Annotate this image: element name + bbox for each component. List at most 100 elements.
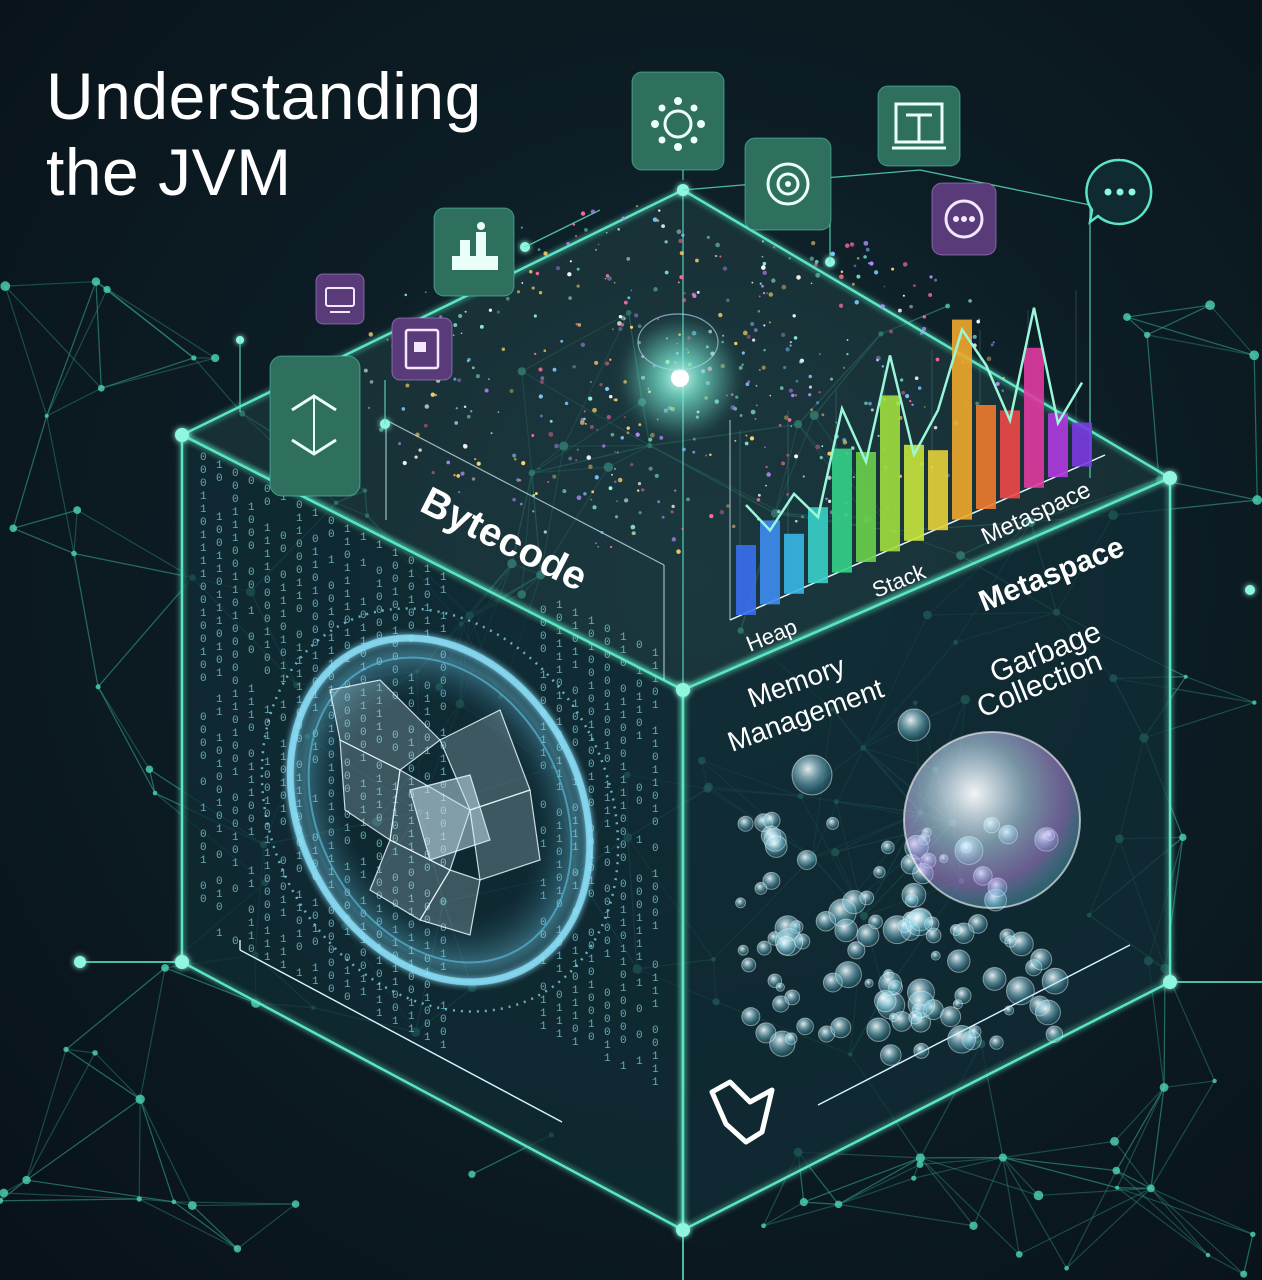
svg-text:0: 0: [620, 892, 627, 904]
svg-text:0: 0: [604, 624, 611, 636]
svg-text:0: 0: [620, 1022, 627, 1034]
svg-text:1: 1: [556, 951, 563, 963]
svg-text:0: 0: [572, 634, 579, 646]
svg-text:1: 1: [216, 590, 223, 602]
svg-text:0: 0: [248, 801, 255, 813]
svg-text:1: 1: [216, 616, 223, 628]
svg-text:1: 1: [376, 956, 383, 968]
svg-text:0: 0: [588, 928, 595, 940]
svg-text:0: 0: [424, 590, 431, 602]
svg-text:0: 0: [360, 961, 367, 973]
svg-text:0: 0: [604, 663, 611, 675]
svg-text:0: 0: [264, 601, 271, 613]
svg-text:0: 0: [328, 932, 335, 944]
svg-text:0: 0: [556, 678, 563, 690]
refresh-arrows-icon: [269, 355, 361, 497]
svg-text:1: 1: [296, 929, 303, 941]
svg-text:0: 0: [556, 990, 563, 1002]
svg-text:1: 1: [604, 702, 611, 714]
svg-text:1: 1: [280, 596, 287, 608]
svg-text:0: 0: [392, 990, 399, 1002]
svg-text:1: 1: [408, 569, 415, 581]
svg-text:1: 1: [280, 947, 287, 959]
svg-text:0: 0: [280, 570, 287, 582]
svg-text:1: 1: [216, 889, 223, 901]
svg-text:1: 1: [652, 648, 659, 660]
svg-text:0: 0: [408, 608, 415, 620]
svg-text:1: 1: [588, 616, 595, 628]
code-window-icon: [315, 273, 365, 325]
svg-text:1: 1: [296, 513, 303, 525]
svg-text:1: 1: [264, 536, 271, 548]
svg-text:1: 1: [636, 978, 643, 990]
svg-text:0: 0: [392, 561, 399, 573]
svg-text:0: 0: [296, 604, 303, 616]
svg-text:1: 1: [328, 646, 335, 658]
svg-text:1: 1: [652, 778, 659, 790]
svg-text:1: 1: [424, 993, 431, 1005]
document-icon: [391, 317, 453, 381]
chart-bar: [1072, 422, 1092, 467]
svg-text:1: 1: [652, 661, 659, 673]
svg-text:0: 0: [328, 529, 335, 541]
svg-text:1: 1: [280, 635, 287, 647]
svg-text:0: 0: [636, 1030, 643, 1042]
svg-text:0: 0: [264, 822, 271, 834]
svg-text:0: 0: [264, 653, 271, 665]
svg-text:1: 1: [296, 903, 303, 915]
svg-text:0: 0: [588, 1032, 595, 1044]
svg-text:0: 0: [604, 676, 611, 688]
svg-text:1: 1: [440, 1001, 447, 1013]
svg-text:1: 1: [216, 707, 223, 719]
svg-text:0: 0: [200, 621, 207, 633]
svg-text:0: 0: [264, 874, 271, 886]
svg-text:0: 0: [200, 452, 207, 464]
svg-text:1: 1: [572, 1037, 579, 1049]
svg-text:0: 0: [376, 605, 383, 617]
svg-text:1: 1: [652, 726, 659, 738]
svg-text:1: 1: [572, 998, 579, 1010]
svg-text:1: 1: [200, 647, 207, 659]
svg-text:1: 1: [360, 532, 367, 544]
svg-text:0: 0: [620, 736, 627, 748]
svg-text:0: 0: [588, 1006, 595, 1018]
svg-text:0: 0: [216, 876, 223, 888]
svg-text:1: 1: [360, 623, 367, 635]
svg-text:0: 0: [604, 858, 611, 870]
svg-text:1: 1: [424, 577, 431, 589]
svg-text:1: 1: [344, 563, 351, 575]
svg-text:1: 1: [216, 824, 223, 836]
svg-text:1: 1: [232, 611, 239, 623]
svg-text:0: 0: [540, 631, 547, 643]
svg-text:1: 1: [636, 939, 643, 951]
svg-text:0: 0: [264, 575, 271, 587]
chart-bar: [1000, 410, 1020, 499]
svg-text:1: 1: [200, 530, 207, 542]
svg-text:1: 1: [280, 661, 287, 673]
svg-text:0: 0: [200, 465, 207, 477]
svg-text:1: 1: [540, 995, 547, 1007]
svg-text:1: 1: [264, 848, 271, 860]
svg-text:1: 1: [248, 788, 255, 800]
svg-text:1: 1: [344, 966, 351, 978]
svg-text:0: 0: [200, 894, 207, 906]
svg-text:0: 0: [264, 497, 271, 509]
svg-text:1: 1: [572, 647, 579, 659]
svg-text:0: 0: [280, 856, 287, 868]
svg-text:1: 1: [264, 939, 271, 951]
svg-text:0: 0: [652, 908, 659, 920]
svg-text:1: 1: [652, 1077, 659, 1089]
chart-bar: [1048, 413, 1068, 478]
svg-text:0: 0: [604, 689, 611, 701]
svg-text:1: 1: [216, 642, 223, 654]
svg-text:1: 1: [360, 597, 367, 609]
svg-text:0: 0: [572, 1024, 579, 1036]
svg-text:0: 0: [604, 637, 611, 649]
svg-text:0: 0: [604, 936, 611, 948]
sun-gear-icon: [631, 71, 725, 171]
svg-text:1: 1: [620, 918, 627, 930]
svg-text:0: 0: [620, 840, 627, 852]
svg-text:1: 1: [376, 995, 383, 1007]
svg-text:1: 1: [652, 674, 659, 686]
